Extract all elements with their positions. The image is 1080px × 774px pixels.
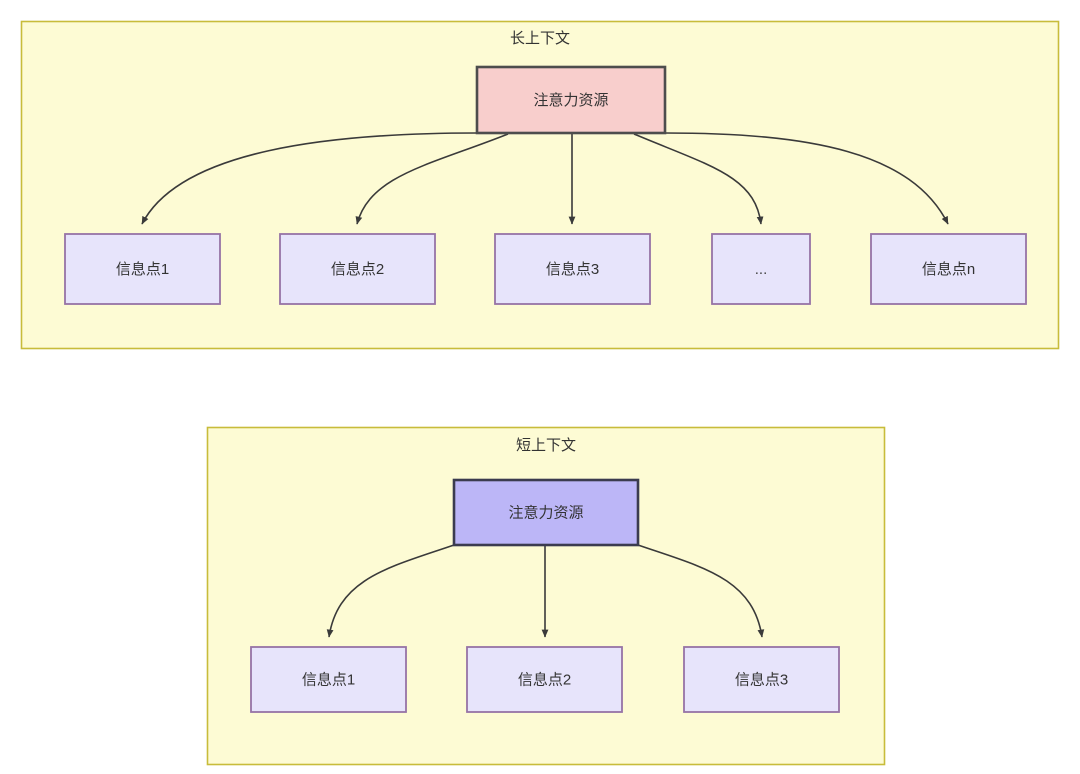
group-long-context: 长上下文 注意力资源 信息点1 信息点2 [20,20,1060,350]
node-info-n-long-label: 信息点n [922,261,975,278]
node-info-3-long-label: 信息点3 [546,261,599,278]
node-info-1-long-label: 信息点1 [116,261,169,278]
node-attention-short-label: 注意力资源 [508,503,583,521]
node-info-3-long[interactable]: 信息点3 [494,233,651,305]
edge-attention-to-ellipsis [633,133,764,225]
node-info-ellipsis-long-box[interactable] [711,233,811,305]
node-info-1-short[interactable]: 信息点1 [250,646,407,713]
edge-attention-to-info1 [141,132,478,225]
connectors-short-context [326,544,765,638]
node-info-3-short[interactable]: 信息点3 [683,646,840,713]
edge-attention-to-info1-short [326,544,455,638]
group-long-context-title: 长上下文 [510,30,570,47]
node-info-2-long-label: 信息点2 [331,261,384,278]
group-short-context-frame [206,426,886,766]
node-info-n-long[interactable]: 信息点n [870,233,1027,305]
connectors-long-context [141,132,949,225]
node-attention-long[interactable]: 注意力资源 [475,65,667,135]
edge-attention-to-infon [664,132,949,225]
node-attention-long-box[interactable] [475,65,667,135]
node-info-2-short-box[interactable] [466,646,623,713]
node-attention-short[interactable]: 注意力资源 [452,478,640,547]
edge-attention-to-info2 [355,133,509,225]
node-info-3-short-label: 信息点3 [735,671,788,688]
node-info-2-short-label: 信息点2 [518,671,571,688]
node-info-2-long-box[interactable] [279,233,436,305]
group-short-context: 短上下文 注意力资源 信息点1 信息点2 [206,426,886,766]
node-info-3-long-box[interactable] [494,233,651,305]
node-info-ellipsis-long-label: ... [755,261,768,278]
node-info-1-short-box[interactable] [250,646,407,713]
group-short-context-title: 短上下文 [516,437,576,454]
node-info-1-long-box[interactable] [64,233,221,305]
node-attention-long-label: 注意力资源 [533,91,608,109]
node-info-3-short-box[interactable] [683,646,840,713]
node-info-1-short-label: 信息点1 [302,671,355,688]
node-info-1-long[interactable]: 信息点1 [64,233,221,305]
node-attention-short-box[interactable] [452,478,640,547]
node-info-ellipsis-long[interactable]: ... [711,233,811,305]
node-info-2-short[interactable]: 信息点2 [466,646,623,713]
node-info-2-long[interactable]: 信息点2 [279,233,436,305]
edge-attention-to-info3-short [637,544,765,638]
node-info-n-long-box[interactable] [870,233,1027,305]
